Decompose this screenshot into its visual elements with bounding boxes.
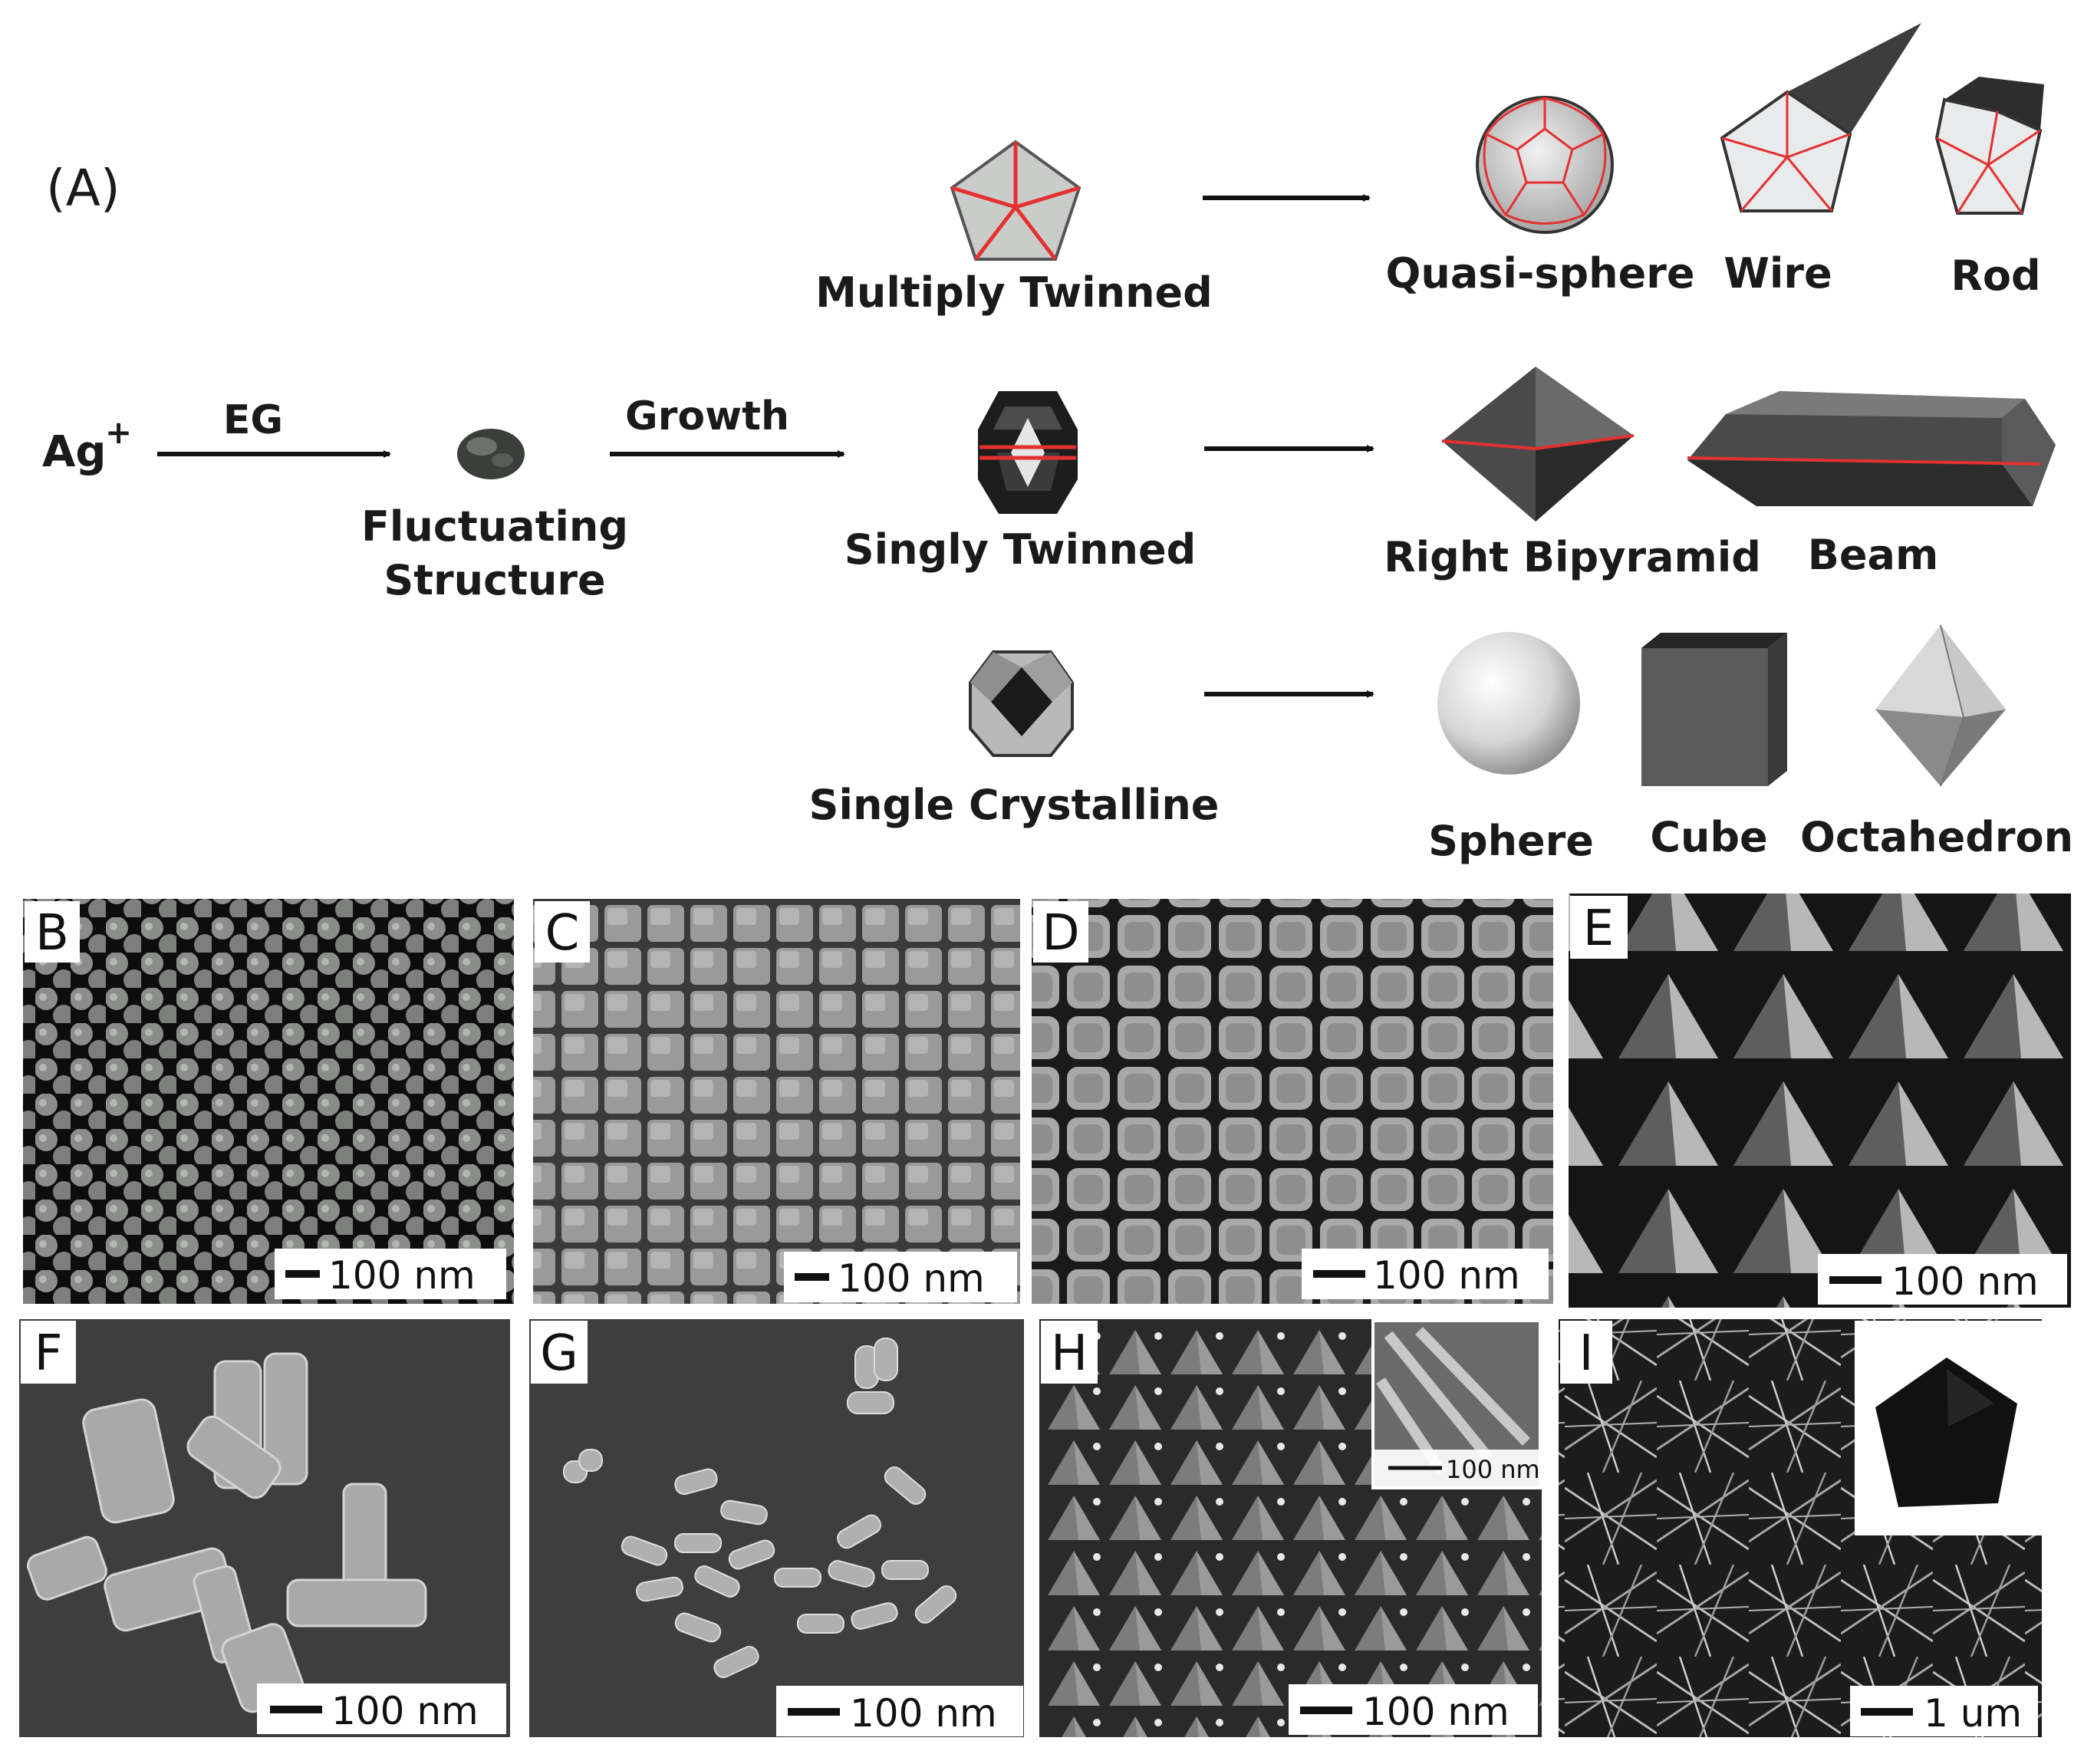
rod-icon (1934, 77, 2044, 215)
product-label-beam: Beam (1808, 531, 1939, 579)
product-label-wire: Wire (1723, 249, 1832, 298)
panel-i-inset (1855, 1321, 2042, 1535)
sphere-icon (1437, 632, 1580, 775)
sem-image-e (1569, 894, 2071, 1308)
panel-c-letter: C (545, 905, 580, 962)
panel-d-scale: 100 nm (1373, 1253, 1520, 1298)
panel-b-letter: B (35, 905, 69, 962)
product-label-quasi-sphere: Quasi-sphere (1386, 249, 1695, 298)
panel-f: F 100 nm (19, 1319, 510, 1737)
fluctuating-structure-icon (457, 429, 525, 479)
panel-e-letter: E (1583, 900, 1614, 957)
arrow-eg-label: EG (223, 397, 283, 443)
seed-label-multiply-twinned: Multiply Twinned (815, 268, 1213, 317)
product-label-cube: Cube (1650, 813, 1767, 861)
sem-image-d (1032, 899, 1553, 1304)
seed-label-singly-twinned: Singly Twinned (844, 525, 1196, 574)
wire-icon (1720, 23, 1921, 212)
intermediate-label-line1: Fluctuating (361, 502, 628, 551)
seed-label-single-crystalline: Single Crystalline (809, 781, 1220, 829)
product-label-octahedron: Octahedron (1800, 813, 2073, 861)
product-label-sphere: Sphere (1428, 817, 1594, 865)
product-label-right-bipyramid: Right Bipyramid (1384, 533, 1761, 581)
precursor-ag: Ag (42, 427, 106, 477)
panel-i-letter: I (1579, 1325, 1594, 1382)
panel-g-letter: G (540, 1325, 578, 1382)
singly-twinned-seed-icon (978, 391, 1078, 514)
panel-i-scale: 1 um (1924, 1691, 2022, 1736)
sem-image-c (533, 899, 1020, 1304)
precursor-charge: + (105, 413, 132, 451)
panel-g: G 100 nm (529, 1319, 1024, 1737)
panel-h-letter: H (1051, 1325, 1088, 1382)
sem-image-b (23, 899, 514, 1304)
panel-b: B 100 nm (23, 899, 514, 1304)
panel-f-letter: F (35, 1325, 63, 1382)
panel-h: 100 nm H 100 nm (1039, 1319, 1542, 1737)
single-crystalline-seed-icon (969, 650, 1074, 757)
panel-g-scale: 100 nm (850, 1691, 997, 1736)
octahedron-icon (1875, 624, 2006, 787)
right-bipyramid-icon (1441, 367, 1635, 522)
beam-icon (1687, 391, 2056, 506)
sem-image-g (529, 1319, 1024, 1737)
cube-icon (1641, 633, 1787, 786)
quasi-sphere-icon (1476, 96, 1614, 234)
product-label-rod: Rod (1951, 252, 2040, 300)
panel-h-scale: 100 nm (1362, 1690, 1510, 1734)
panel-f-scale: 100 nm (331, 1689, 479, 1733)
panel-e: E 100 nm (1569, 894, 2071, 1308)
panel-e-scale: 100 nm (1891, 1259, 2039, 1304)
panel-i: I 1 um (1559, 1319, 2042, 1737)
panel-d-letter: D (1042, 905, 1079, 962)
panel-h-inset-scale: 100 nm (1446, 1455, 1540, 1484)
panel-c-scale: 100 nm (838, 1256, 985, 1301)
panel-c: C 100 nm (533, 899, 1020, 1304)
panel-h-inset: 100 nm (1371, 1319, 1542, 1489)
intermediate-label-line2: Structure (384, 556, 605, 604)
arrow-growth-label: Growth (625, 393, 789, 439)
panel-d: D 100 nm (1032, 899, 1553, 1304)
panel-a-label: (A) (46, 159, 120, 218)
panel-b-scale: 100 nm (328, 1253, 476, 1298)
multiply-twinned-seed-icon (950, 140, 1082, 261)
